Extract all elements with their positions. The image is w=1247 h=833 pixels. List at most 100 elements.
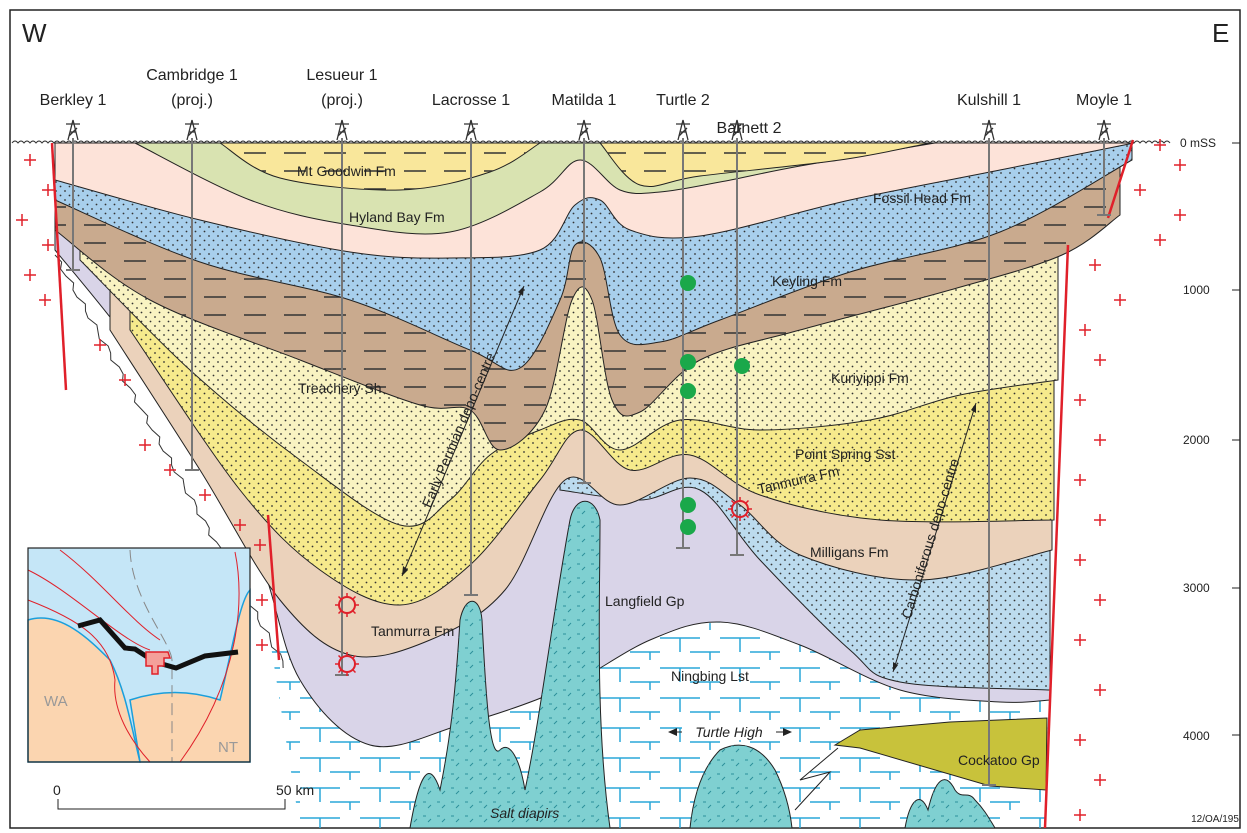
- basement-plus-icon: [164, 464, 176, 476]
- basement-plus-icon: [1154, 234, 1166, 246]
- drilling-rig-icon: [1097, 119, 1111, 141]
- basement-plus-icon: [1074, 634, 1086, 646]
- cockatoo-gp: [833, 717, 1048, 791]
- salt-diapir-pattern: [905, 779, 995, 828]
- figure-id: 12/OA/195: [1191, 814, 1239, 825]
- well: Turtle 2: [656, 92, 710, 549]
- label-hyland-bay: Hyland Bay Fm: [349, 209, 445, 225]
- basement-plus-icon: [1174, 159, 1186, 171]
- fault-line: [50, 142, 68, 391]
- basement-plus-icon: [1094, 434, 1106, 446]
- location-inset-map: WA NT: [27, 547, 251, 763]
- well: Cambridge 1 (proj.): [146, 67, 238, 471]
- east-label: E: [1212, 18, 1229, 48]
- cockatoo-break-line: [794, 747, 839, 811]
- well: Berkley 1: [40, 92, 106, 271]
- well-name: Barnett 2: [717, 120, 782, 137]
- depth-tick: 0 mSS: [1180, 136, 1216, 150]
- basement-plus-icon: [234, 519, 246, 531]
- basement-plus-icon: [119, 374, 131, 386]
- salt-diapir-pattern: [690, 745, 792, 828]
- well-name: Kulshill 1: [957, 92, 1021, 109]
- gas-show-icon: [335, 652, 359, 676]
- basement-plus-icon: [254, 539, 266, 551]
- fault-line: [1106, 139, 1135, 219]
- well-name: Matilda 1: [552, 92, 617, 109]
- well-name: Lesueur 1: [306, 67, 377, 84]
- basement-plus-icon: [1154, 139, 1166, 151]
- well: Matilda 1: [552, 92, 617, 484]
- drilling-rig-icon: [185, 119, 199, 141]
- basement-plus-icon: [256, 594, 268, 606]
- label-keyling: Keyling Fm: [772, 273, 842, 289]
- stratigraphic-layers: [11, 139, 1171, 829]
- oil-show-icon: [680, 275, 696, 291]
- drilling-rig-icon: [66, 119, 80, 141]
- salt-diapir-pattern: [410, 501, 610, 828]
- well-name: Cambridge 1: [146, 67, 238, 84]
- turtle-high-label: Turtle High: [695, 724, 763, 740]
- markers: [16, 139, 1186, 821]
- gas-rays: [335, 652, 359, 676]
- scale-max: 50 km: [276, 782, 314, 798]
- gas-show-icon: [728, 497, 752, 521]
- basement-plus-icon: [24, 269, 36, 281]
- label-mt-goodwin: Mt Goodwin Fm: [297, 163, 396, 179]
- label-ningbing: Ningbing Lst: [671, 668, 749, 684]
- basement-plus-icon: [1074, 394, 1086, 406]
- label-fossil-head: Fossil Head Fm: [873, 190, 971, 206]
- label-kuriyippi: Kuriyippi Fm: [831, 370, 909, 386]
- well-note: (proj.): [321, 92, 363, 109]
- oil-show-icon: [734, 358, 750, 374]
- turtle-high-annotation: Turtle High: [668, 722, 792, 740]
- drilling-rig-icon: [335, 119, 349, 141]
- well-note: (proj.): [171, 92, 213, 109]
- west-label: W: [22, 18, 47, 48]
- oil-show-icon: [680, 519, 696, 535]
- basement-plus-icon: [1074, 474, 1086, 486]
- mt-goodwin-fm-west-pattern: [220, 143, 540, 191]
- drilling-rig-icon: [577, 119, 591, 141]
- basement-plus-icon: [24, 154, 36, 166]
- oil-show-icon: [680, 383, 696, 399]
- basement-plus-icon: [256, 639, 268, 651]
- depth-tick: 3000: [1183, 581, 1210, 595]
- basement-plus-icon: [1094, 774, 1106, 786]
- fault-line: [1043, 244, 1070, 829]
- well: Lesueur 1 (proj.): [306, 67, 378, 676]
- well: Barnett 2: [717, 119, 782, 556]
- basement-plus-icon: [1174, 209, 1186, 221]
- gas-rays: [335, 593, 359, 617]
- basement-plus-icon: [1074, 554, 1086, 566]
- drilling-rig-icon: [982, 119, 996, 141]
- label-cockatoo: Cockatoo Gp: [958, 752, 1040, 768]
- basement-plus-icon: [42, 239, 54, 251]
- basement-plus-icon: [1079, 324, 1091, 336]
- well-name: Lacrosse 1: [432, 92, 510, 109]
- label-point-spring: Point Spring Sst: [795, 446, 895, 462]
- label-tanmurra-west: Tanmurra Fm: [371, 623, 454, 639]
- label-treachery: Treachery Sh: [298, 380, 382, 396]
- basement-plus-icon: [1074, 734, 1086, 746]
- fault-line: [266, 514, 281, 661]
- drilling-rig-icon: [730, 119, 744, 141]
- basement-plus-icon: [1094, 354, 1106, 366]
- basement-plus-icon: [1134, 184, 1146, 196]
- gas-rays: [728, 497, 752, 521]
- inset-nt-label: NT: [218, 739, 238, 756]
- label-milligans: Milligans Fm: [810, 544, 889, 560]
- basement-plus-icon: [94, 339, 106, 351]
- scale-zero: 0: [53, 782, 61, 798]
- oil-show-icon: [680, 497, 696, 513]
- basement-plus-icon: [1094, 684, 1106, 696]
- well: Kulshill 1: [957, 92, 1021, 786]
- basement-plus-icon: [139, 439, 151, 451]
- label-langfield: Langfield Gp: [605, 593, 685, 609]
- depth-axis: 0 mSS 1000 2000 3000 4000: [1180, 136, 1240, 743]
- depth-tick: 4000: [1183, 729, 1210, 743]
- basement-plus-icon: [1089, 259, 1101, 271]
- well: Moyle 1: [1076, 92, 1132, 216]
- basement-plus-icon: [16, 214, 28, 226]
- basement-plus-icon: [1094, 514, 1106, 526]
